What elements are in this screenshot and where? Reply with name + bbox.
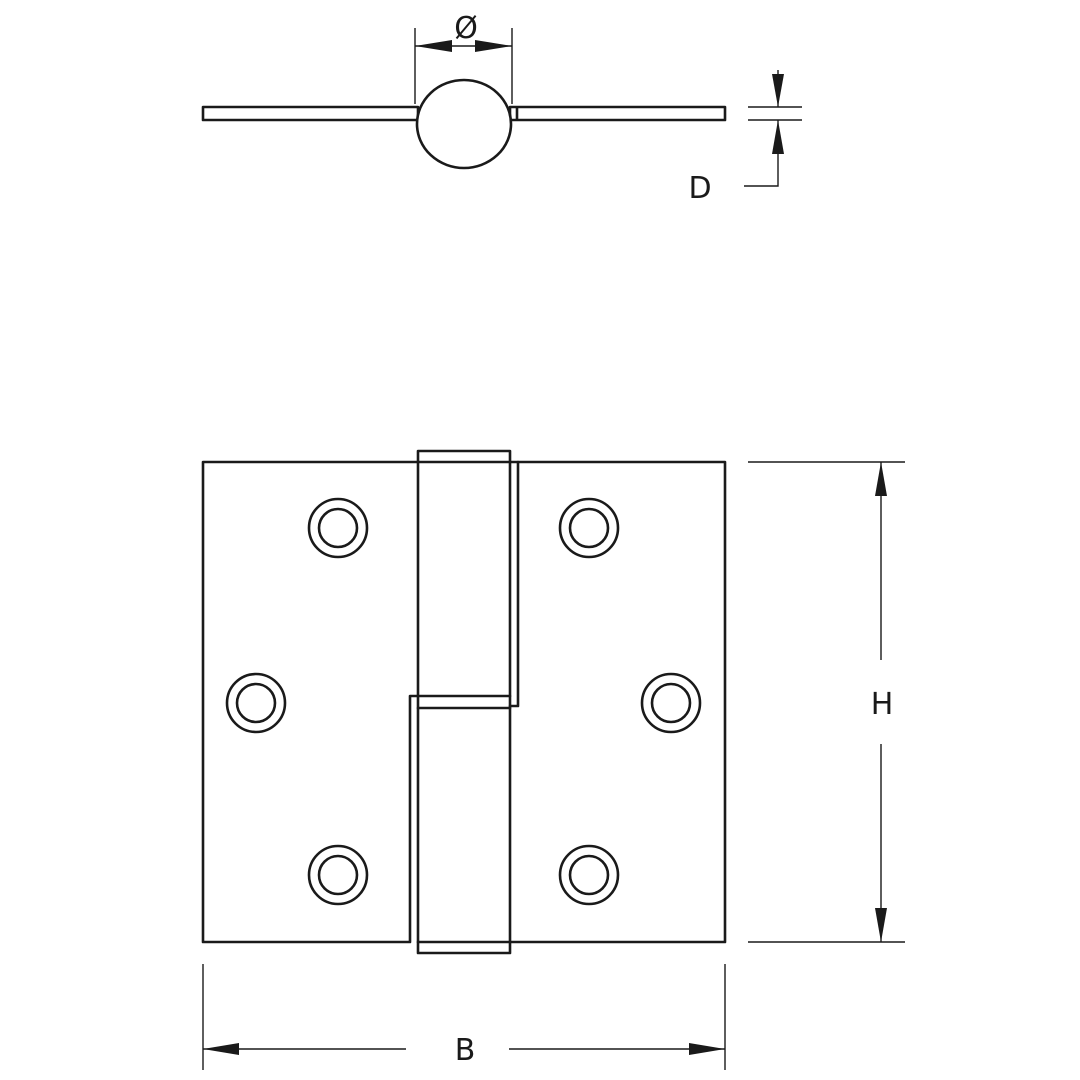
thickness-arrow-bottom xyxy=(772,120,784,154)
width-dimension: B xyxy=(202,964,726,1070)
front-view-left-leaf xyxy=(201,460,420,944)
screw-hole xyxy=(307,497,369,559)
screw-hole xyxy=(558,497,620,559)
diameter-label: Ø xyxy=(454,11,478,46)
top-view-right-leaf xyxy=(508,105,727,122)
thickness-dimension: D xyxy=(688,70,802,206)
width-arrow-right xyxy=(689,1043,725,1055)
hinge-top-view xyxy=(201,78,727,170)
hinge-front-view xyxy=(201,449,727,955)
front-view-right-leaf xyxy=(508,460,727,944)
screw-hole xyxy=(225,672,287,734)
height-arrow-bottom xyxy=(875,908,887,942)
screw-hole xyxy=(307,844,369,906)
right-leaf-screw-holes xyxy=(558,497,702,906)
top-view-knuckle xyxy=(415,78,513,170)
diameter-arrow-left xyxy=(415,40,452,52)
diameter-dimension: Ø xyxy=(414,11,513,104)
height-arrow-top xyxy=(875,462,887,496)
front-view-knuckle xyxy=(416,449,512,955)
height-label: H xyxy=(871,687,894,722)
screw-hole xyxy=(558,844,620,906)
top-view-left-leaf xyxy=(201,105,420,122)
height-dimension: H xyxy=(748,461,905,943)
width-label: B xyxy=(455,1033,476,1068)
screw-hole xyxy=(640,672,702,734)
diameter-arrow-right xyxy=(475,40,512,52)
thickness-label: D xyxy=(688,171,711,206)
thickness-arrow-top xyxy=(772,74,784,107)
left-leaf-screw-holes xyxy=(225,497,369,906)
width-arrow-left xyxy=(203,1043,239,1055)
